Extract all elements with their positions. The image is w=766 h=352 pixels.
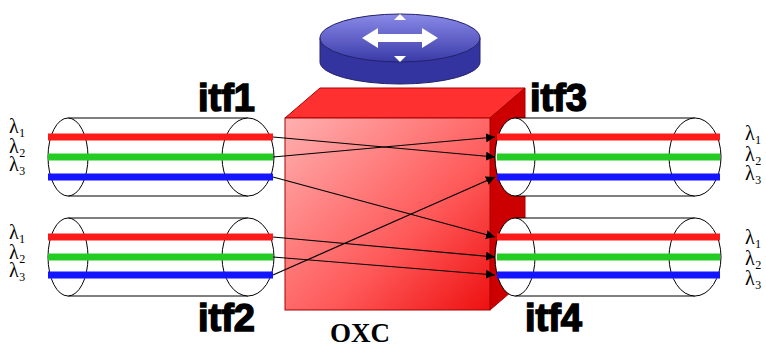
fibre-interface: itf3	[495, 118, 720, 196]
wavelength-label: λ₂	[745, 248, 762, 268]
wavelength-label: λ₃	[9, 154, 26, 174]
fibre-interface: itf4	[495, 218, 720, 296]
interface-name: itf1	[198, 78, 255, 118]
wavelength-label: λ₁	[9, 116, 26, 136]
fibre-interface: itf2	[48, 218, 273, 296]
lightpath-arrow	[273, 137, 495, 157]
wavelength-label: λ₂	[9, 136, 26, 156]
fibre-interface: itf1	[48, 118, 273, 196]
wavelength-label: λ₂	[745, 144, 762, 164]
lightpath-arrow	[273, 237, 495, 257]
lightpath-arrow	[273, 177, 495, 275]
wavelength-label: λ₂	[9, 242, 26, 262]
wavelength-label: λ₃	[745, 163, 762, 183]
interface-name: itf4	[525, 298, 582, 338]
wavelength-label: λ₁	[9, 222, 26, 242]
cross-connect: OXC	[285, 88, 525, 310]
interface-name: itf2	[198, 298, 255, 338]
lightpath-arrow	[273, 177, 495, 237]
wavelength-label: λ₃	[745, 268, 762, 288]
interface-name: itf3	[530, 78, 587, 118]
wavelength-label: λ₃	[9, 260, 26, 280]
device-name: OXC	[330, 318, 390, 348]
wavelength-label: λ₁	[745, 227, 762, 247]
lightpath-arrow	[273, 137, 495, 157]
wavelength-label: λ₁	[745, 123, 762, 143]
